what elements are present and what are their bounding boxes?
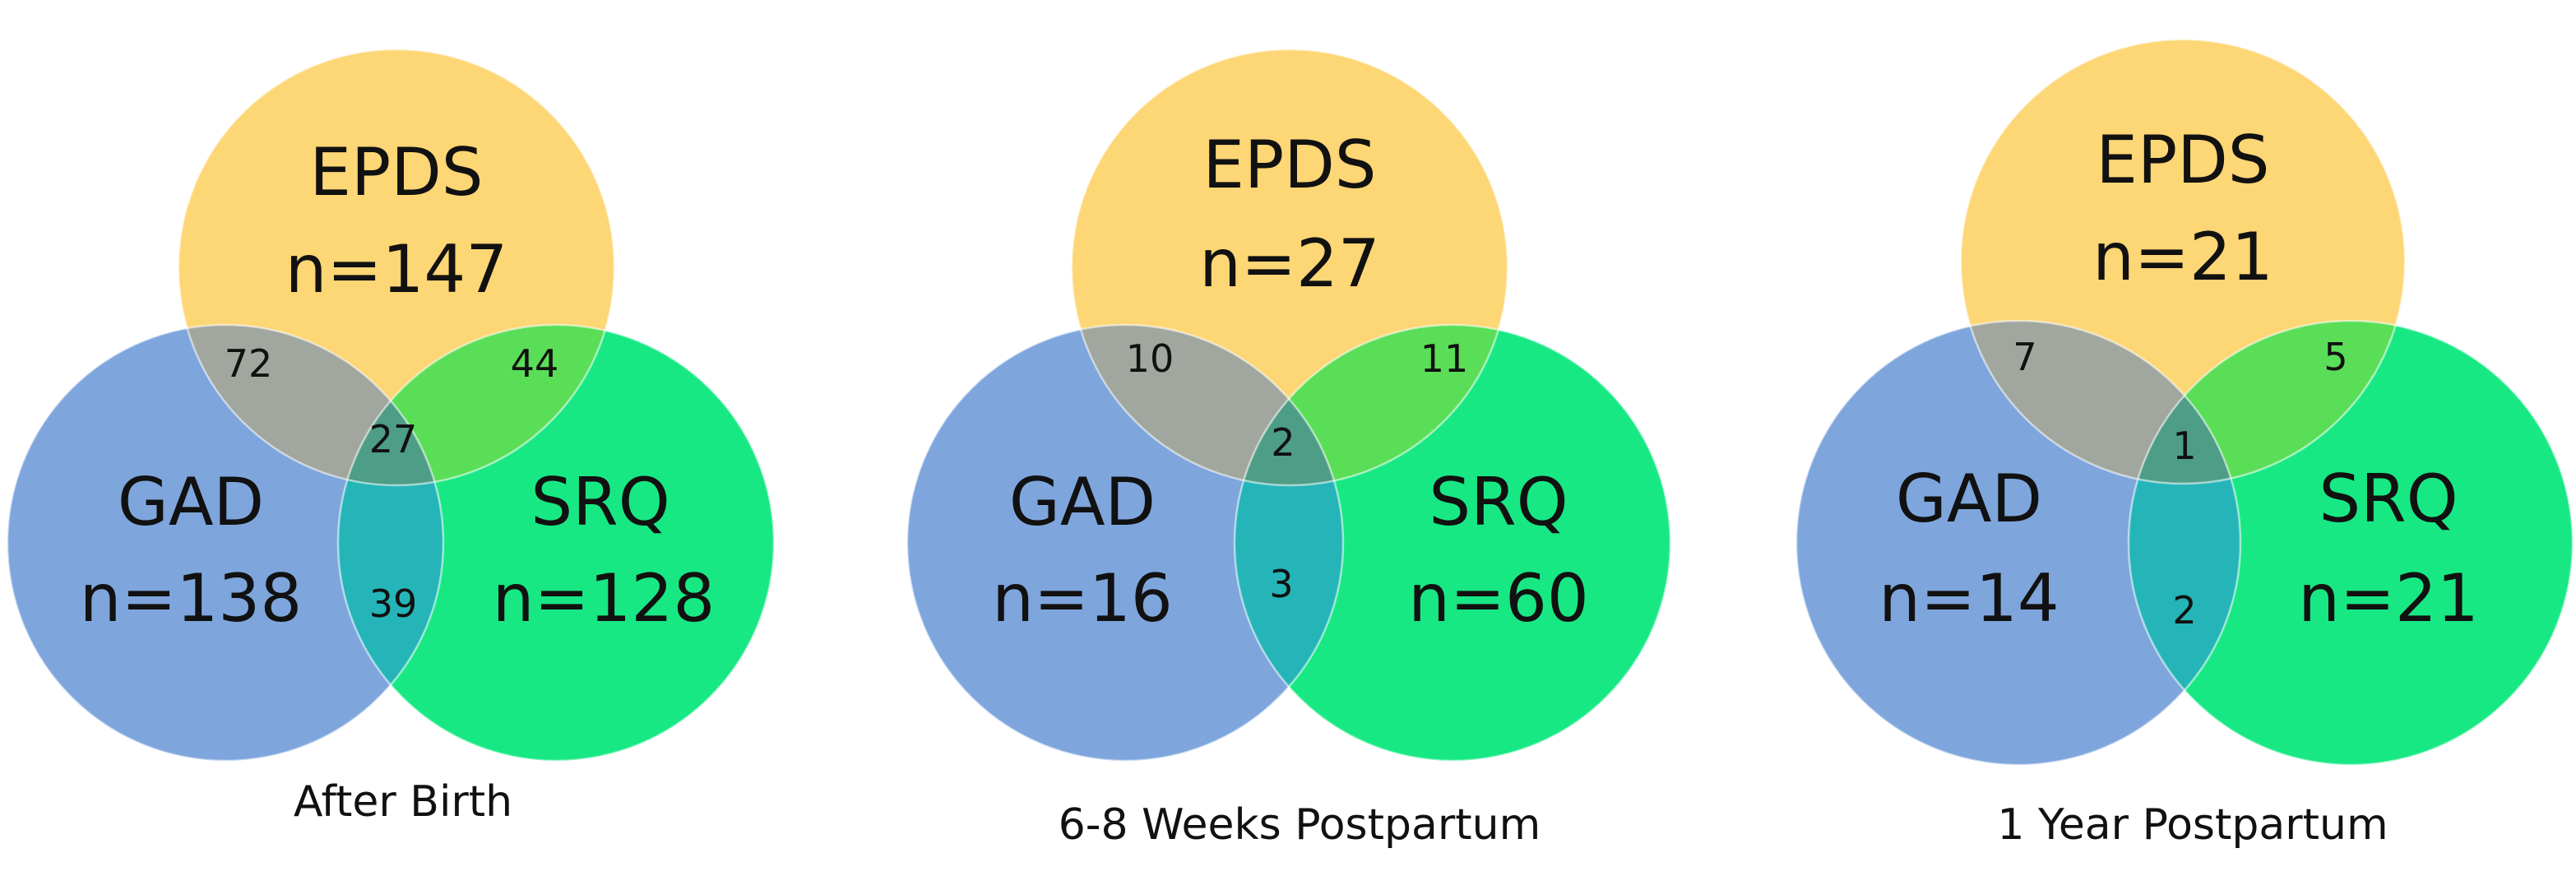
epds-count: n=21 xyxy=(2092,219,2273,295)
epds-srq-overlap xyxy=(338,325,614,485)
srq-count: n=128 xyxy=(493,560,715,637)
gad-count: n=14 xyxy=(1879,560,2059,637)
epds-count: n=27 xyxy=(1199,225,1380,302)
caption-1-year: 1 Year Postpartum xyxy=(1997,800,2388,850)
venn-1-year: EPDS n=21 GAD n=14 SRQ n=21 7 5 1 2 1 Ye… xyxy=(1795,38,2574,850)
srq-count: n=21 xyxy=(2298,560,2479,637)
gad-epds-overlap-count: 7 xyxy=(2013,335,2036,379)
triple-overlap-count: 1 xyxy=(2172,424,2196,468)
venn-after-birth: EPDS n=147 GAD n=138 SRQ n=128 72 44 27 … xyxy=(6,48,776,827)
epds-srq-overlap-count: 11 xyxy=(1420,336,1469,381)
gad-count: n=138 xyxy=(80,560,302,637)
epds-srq-overlap-count: 5 xyxy=(2323,335,2347,379)
gad-epds-overlap xyxy=(1072,325,1343,485)
caption-6-8-weeks: 6-8 Weeks Postpartum xyxy=(1059,800,1541,850)
gad-count: n=16 xyxy=(992,560,1173,637)
caption-after-birth: After Birth xyxy=(294,777,512,827)
triple-overlap-count: 2 xyxy=(1271,420,1295,465)
gad-srq-overlap-count: 3 xyxy=(1269,562,1293,606)
gad-srq-overlap-count: 39 xyxy=(369,582,418,626)
gad-epds-overlap xyxy=(1961,321,2240,484)
epds-label: EPDS xyxy=(309,134,483,211)
srq-count: n=60 xyxy=(1408,560,1589,637)
gad-label: GAD xyxy=(1896,461,2042,537)
epds-srq-overlap xyxy=(1235,325,1508,485)
epds-count: n=147 xyxy=(285,231,507,308)
srq-label: SRQ xyxy=(2319,461,2458,537)
gad-epds-overlap-count: 10 xyxy=(1126,336,1174,381)
epds-label: EPDS xyxy=(1202,127,1376,203)
gad-label: GAD xyxy=(118,464,264,540)
gad-srq-overlap-count: 2 xyxy=(2172,588,2196,633)
epds-srq-overlap xyxy=(2129,321,2405,484)
epds-label: EPDS xyxy=(2096,122,2269,198)
srq-label: SRQ xyxy=(530,464,669,540)
gad-epds-overlap xyxy=(178,325,443,485)
triple-overlap-count: 27 xyxy=(369,417,418,461)
epds-srq-overlap-count: 44 xyxy=(511,341,559,386)
gad-epds-overlap-count: 72 xyxy=(225,341,273,386)
gad-label: GAD xyxy=(1009,464,1156,540)
venn-6-8-weeks: EPDS n=27 GAD n=16 SRQ n=60 10 11 2 3 6-… xyxy=(906,48,1672,850)
srq-label: SRQ xyxy=(1429,464,1568,540)
